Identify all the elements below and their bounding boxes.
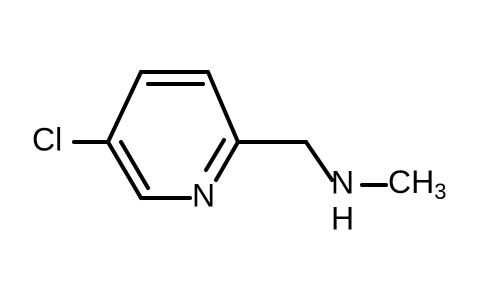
amine-hydrogen-label: H [331, 200, 354, 236]
bond-c2-c3 [206, 70, 240, 144]
methyl-symbol: CH [388, 164, 434, 200]
amine-nitrogen-label: N [331, 164, 354, 200]
pyridine-ring [106, 70, 240, 200]
bond-c5-c6-inner [119, 140, 150, 190]
bond-c4-c5 [106, 70, 143, 144]
ring-nitrogen-label: N [192, 177, 215, 213]
bond-n1-c2-inner [204, 138, 226, 172]
chlorine-label: Cl [32, 121, 62, 157]
methyl-label: CH3 [388, 164, 446, 203]
bond-c5-c6-outer [106, 140, 143, 200]
substituent-bonds [72, 140, 388, 187]
bond-n1-c2-outer [214, 140, 240, 182]
bond-ch2-nh [304, 140, 334, 182]
methyl-subscript: 3 [434, 179, 446, 204]
